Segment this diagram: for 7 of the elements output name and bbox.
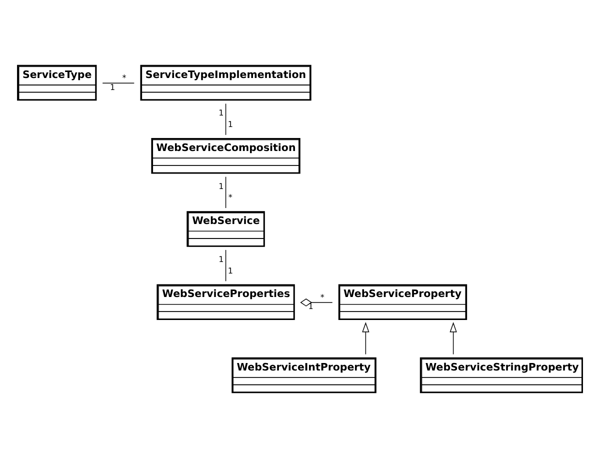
connector	[225, 102, 226, 135]
connector	[102, 82, 135, 83]
arrow	[362, 321, 370, 354]
arrow	[450, 321, 457, 354]
connector	[225, 176, 226, 208]
connector	[225, 249, 226, 282]
connector	[300, 298, 333, 306]
